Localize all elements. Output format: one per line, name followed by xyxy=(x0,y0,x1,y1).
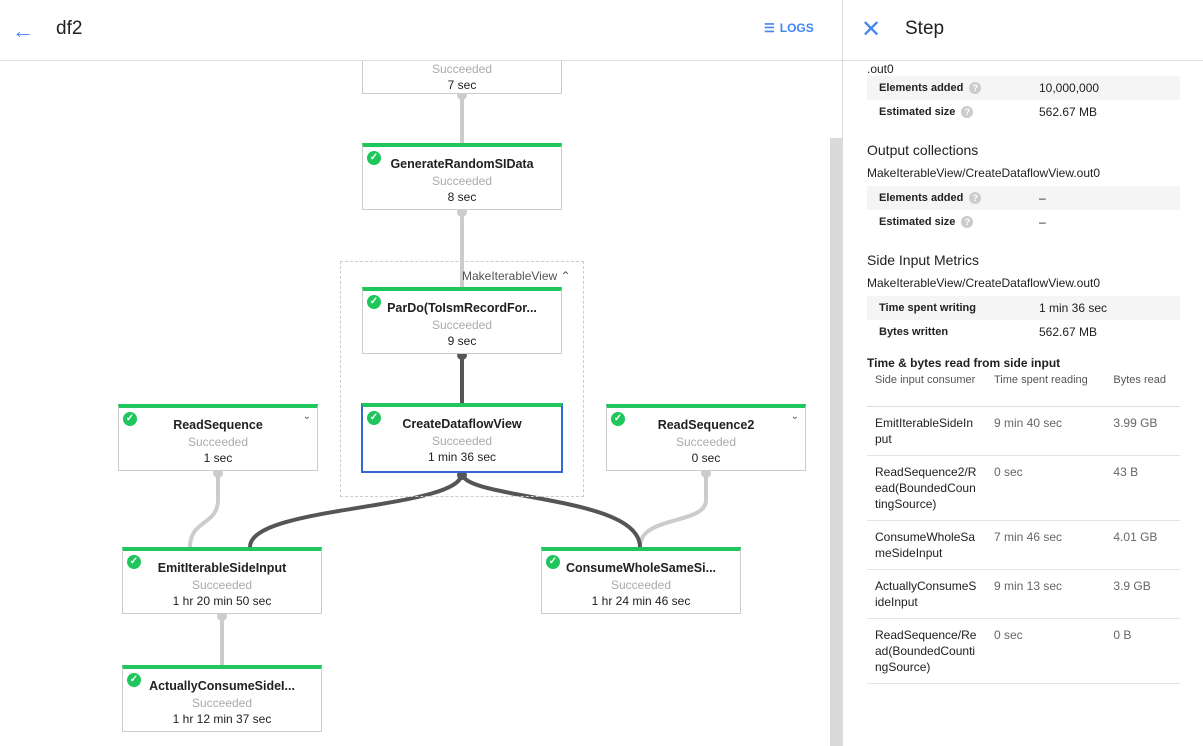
logs-button[interactable]: ☰LOGS xyxy=(764,21,814,35)
table-row: ReadSequence/Read(BoundedCountingSource)… xyxy=(867,618,1180,684)
group-label[interactable]: MakeIterableView ⌃ xyxy=(462,269,571,283)
check-icon: ✓ xyxy=(367,411,381,425)
job-title: df2 xyxy=(56,18,83,39)
check-icon: ✓ xyxy=(123,412,137,426)
group-box xyxy=(340,261,584,497)
check-icon: ✓ xyxy=(367,151,381,165)
chevron-down-icon[interactable]: ⌄ xyxy=(302,411,311,422)
help-icon[interactable]: ? xyxy=(969,192,982,204)
list-icon: ☰ xyxy=(764,21,775,35)
metric-row: Estimated size?562.67 MB xyxy=(879,105,1098,119)
close-icon[interactable]: ✕ xyxy=(861,16,882,43)
check-icon: ✓ xyxy=(611,412,625,426)
read-heading: Time & bytes read from side input xyxy=(867,356,1061,370)
table-row: ReadSequence2/Read(BoundedCountingSource… xyxy=(867,455,1180,521)
panel-title: Step xyxy=(905,18,945,39)
help-icon[interactable]: ? xyxy=(961,106,974,118)
output-heading: Output collections xyxy=(867,142,979,158)
input-collection-name: .out0 xyxy=(867,62,894,76)
edge xyxy=(638,469,708,549)
edge xyxy=(460,471,642,549)
check-icon: ✓ xyxy=(127,555,141,569)
help-icon[interactable]: ? xyxy=(969,82,982,94)
output-name: MakeIterableView/CreateDataflowView.out0 xyxy=(867,166,1101,180)
edge xyxy=(188,469,220,549)
side-input-name: MakeIterableView/CreateDataflowView.out0 xyxy=(867,276,1101,290)
edge xyxy=(248,471,464,549)
graph-panel: ← df2 ☰LOGS MakeIterableView ⌃ Succeeded… xyxy=(0,0,843,746)
back-arrow-icon[interactable]: ← xyxy=(12,18,34,43)
side-input-heading: Side Input Metrics xyxy=(867,252,980,268)
panel-header: ✕ Step xyxy=(843,0,1203,61)
check-icon: ✓ xyxy=(127,673,141,687)
metric-row: Elements added?10,000,000 xyxy=(867,76,1180,100)
scrollbar[interactable] xyxy=(830,138,842,746)
metric-row: Elements added?– xyxy=(867,186,1180,210)
check-icon: ✓ xyxy=(367,295,381,309)
step-panel: ✕ Step .out0 Elements added?10,000,000 E… xyxy=(843,0,1203,746)
metric-row: Estimated size?– xyxy=(879,215,1046,229)
header: ← df2 ☰LOGS xyxy=(0,0,842,61)
chevron-down-icon[interactable]: ⌄ xyxy=(790,411,799,422)
check-icon: ✓ xyxy=(546,555,560,569)
chevron-up-icon[interactable]: ⌃ xyxy=(560,269,571,283)
panel-content: .out0 Elements added?10,000,000 Estimate… xyxy=(867,62,1180,684)
help-icon[interactable]: ? xyxy=(961,216,974,228)
